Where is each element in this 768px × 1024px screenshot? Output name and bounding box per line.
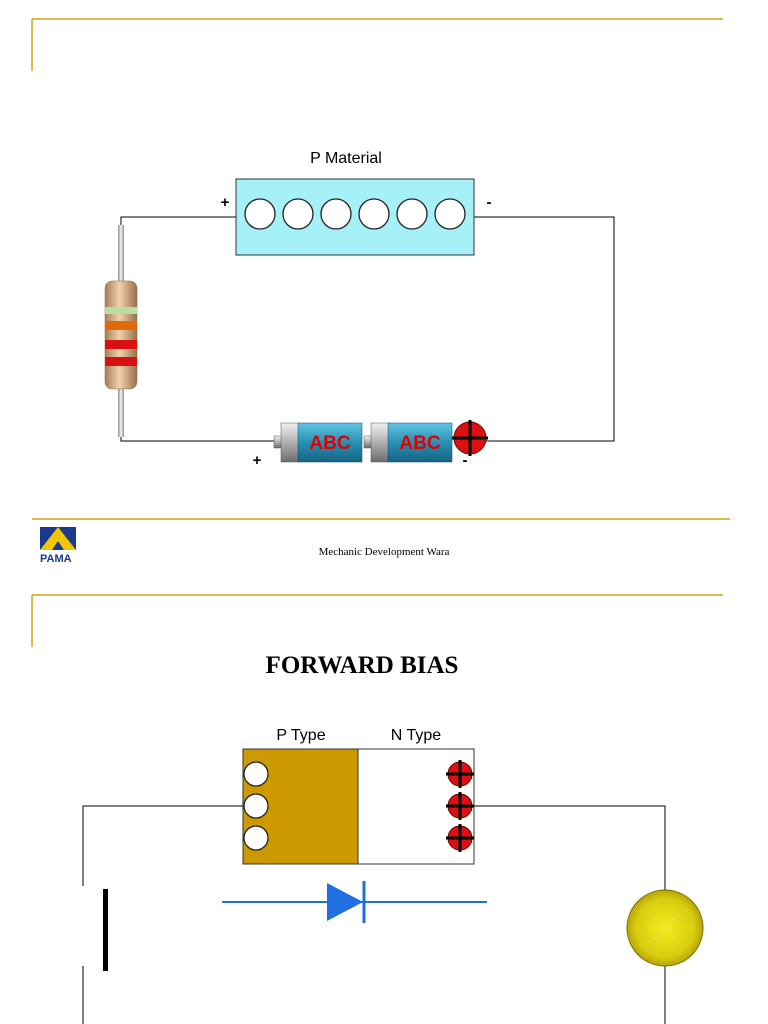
pn-junction xyxy=(242,748,475,865)
battery-plate xyxy=(103,889,108,971)
battery-2-label: ABC xyxy=(399,433,440,454)
n-type-label: N Type xyxy=(391,727,442,744)
p-material-label: P Material xyxy=(310,150,382,167)
positive-charge-icon xyxy=(446,824,474,852)
footer-text: Mechanic Development Wara xyxy=(319,546,450,558)
hole-circles xyxy=(244,198,466,230)
pama-logo xyxy=(40,527,76,550)
plus-sign-bottom: + xyxy=(253,452,262,469)
slide-title: FORWARD BIAS xyxy=(266,652,459,679)
minus-sign-bottom: - xyxy=(463,452,468,469)
circuit-wire xyxy=(82,805,666,1024)
header-rule xyxy=(31,18,723,71)
resistor xyxy=(104,225,138,437)
positive-charge-icon xyxy=(452,420,488,456)
p-material-block xyxy=(235,178,475,256)
battery-2 xyxy=(363,422,453,463)
slide-1: P Material + - ABC ABC xyxy=(31,18,730,565)
slide-2: FORWARD BIAS xyxy=(31,594,723,1024)
positive-charge-icon xyxy=(446,792,474,820)
plus-sign-top: + xyxy=(221,194,230,211)
lamp-icon xyxy=(626,889,704,967)
p-type-label: P Type xyxy=(276,727,325,744)
pama-logo-text: PAMA xyxy=(40,553,72,565)
battery-1-label: ABC xyxy=(309,433,350,454)
diode-symbol xyxy=(222,881,487,923)
header-rule xyxy=(31,594,723,647)
minus-sign-top: - xyxy=(487,194,492,211)
battery-1 xyxy=(273,422,363,463)
positive-charge-icons xyxy=(446,760,474,852)
positive-charge-icon xyxy=(446,760,474,788)
hole-circles xyxy=(243,761,269,851)
